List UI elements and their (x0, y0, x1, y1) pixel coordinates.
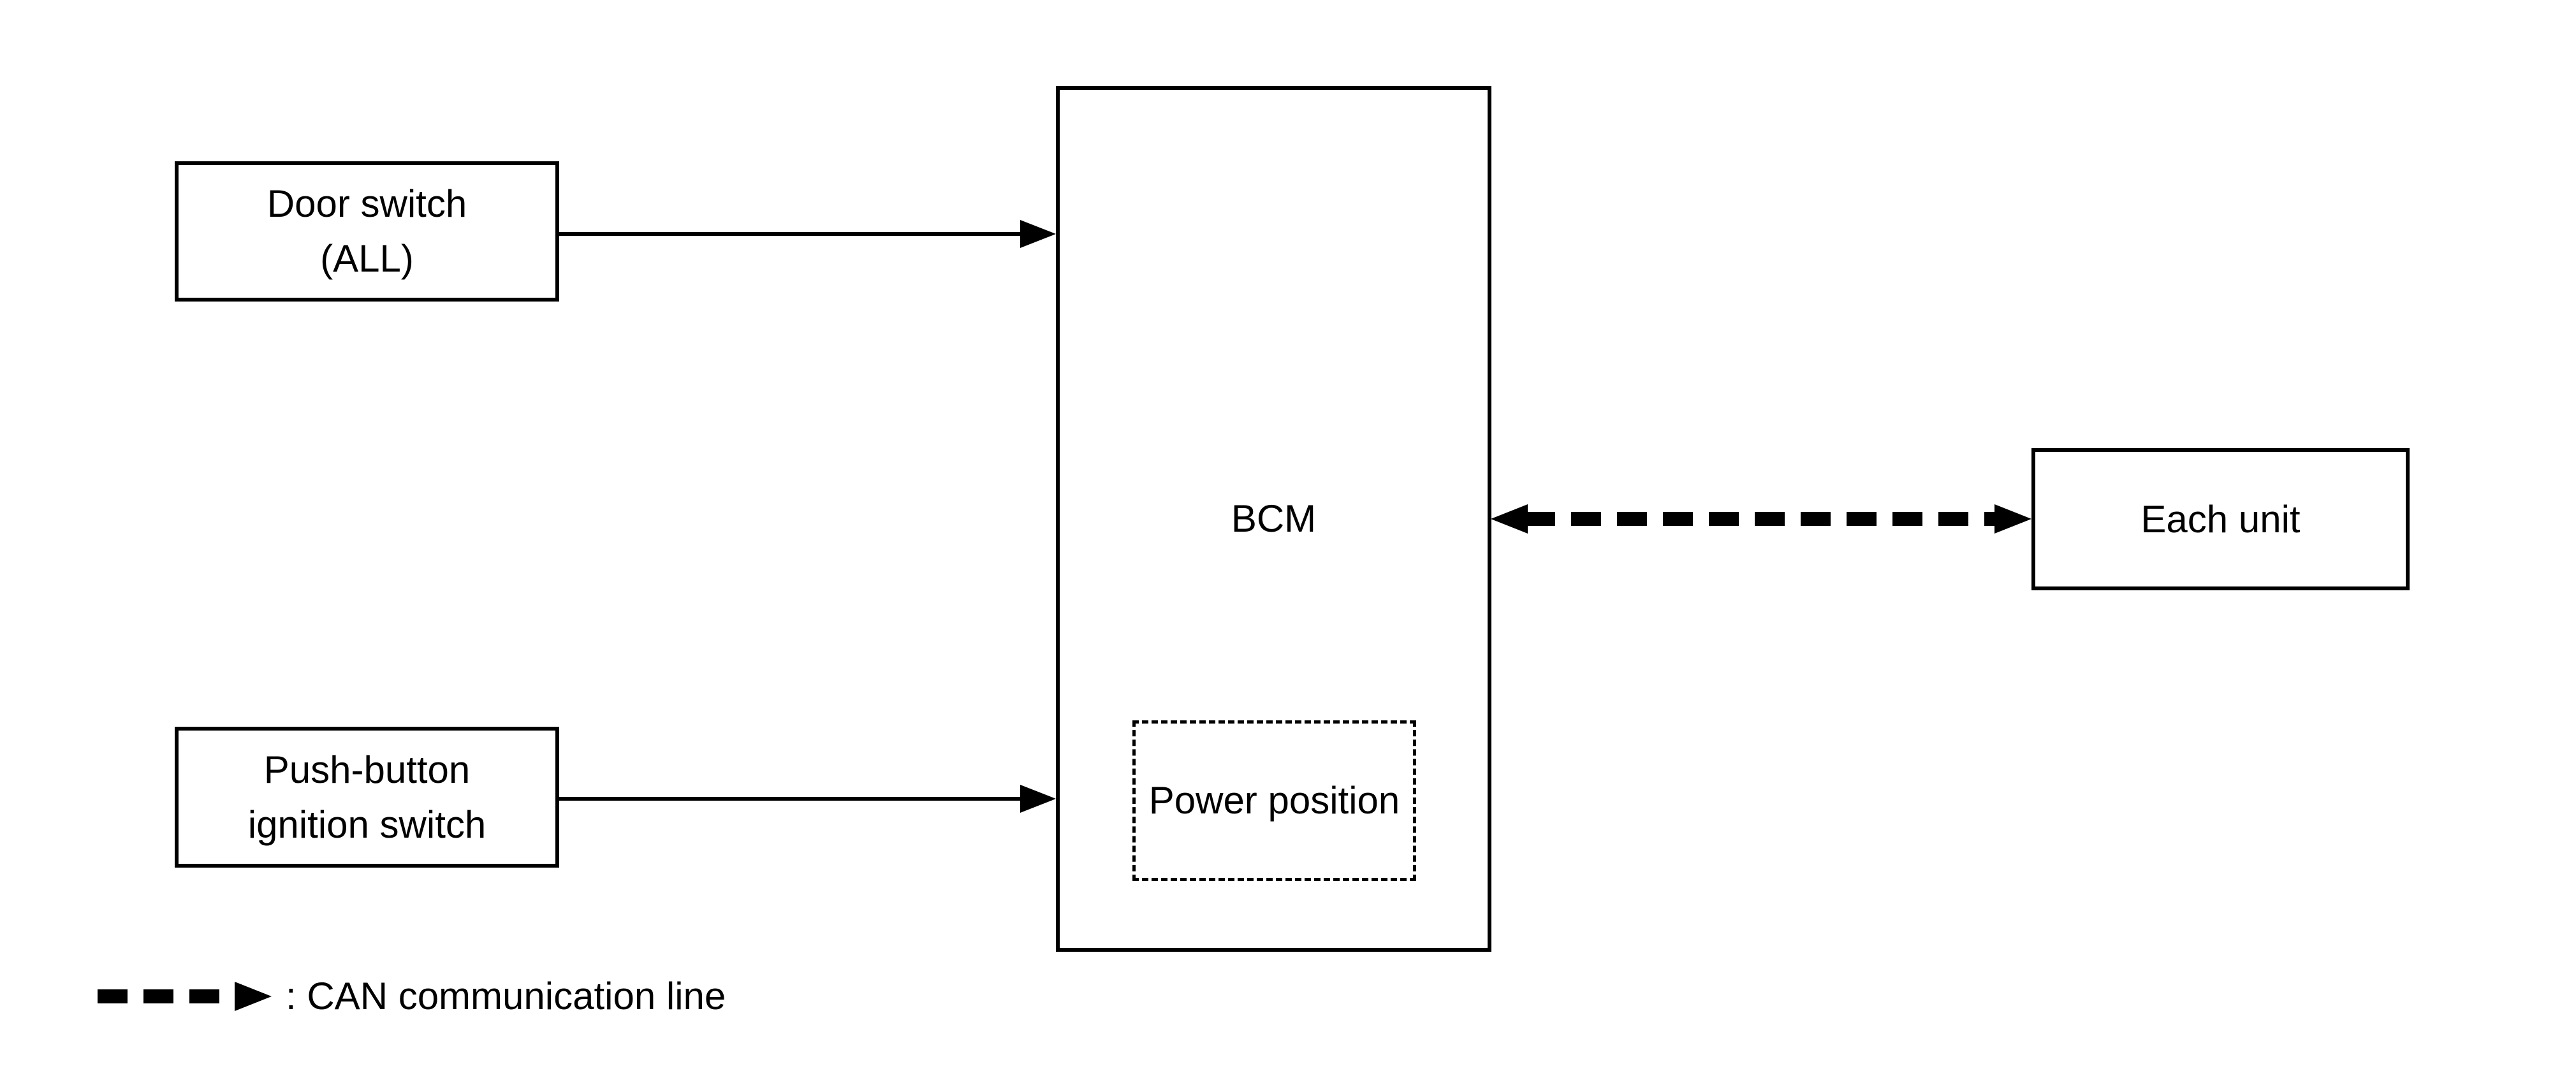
right-arrowhead-icon (1020, 220, 1056, 248)
push-button-label-line2: ignition switch (247, 803, 487, 846)
node-push-button-ignition-switch: Push-button ignition switch (175, 727, 559, 868)
arrow-door-switch-to-bcm (559, 220, 1056, 248)
arrow-line (559, 797, 1021, 801)
right-arrowhead-icon (1020, 785, 1056, 813)
node-power-position: Power position (1132, 720, 1416, 881)
node-each-unit: Each unit (2031, 448, 2410, 590)
each-unit-label: Each unit (2141, 497, 2301, 541)
can-striped-shaft (98, 989, 236, 1003)
legend-can-arrow-icon (98, 982, 272, 1011)
right-arrowhead-icon (1994, 504, 2031, 534)
node-door-switch: Door switch (ALL) (175, 161, 559, 302)
legend-label: : CAN communication line (286, 975, 726, 1017)
can-communication-arrow (1491, 504, 2031, 534)
legend: : CAN communication line (98, 977, 726, 1016)
arrow-push-button-to-bcm (559, 785, 1056, 813)
arrow-line (559, 232, 1021, 236)
door-switch-label-line2: (ALL) (320, 237, 414, 280)
push-button-label-line1: Push-button (263, 748, 471, 791)
bcm-label: BCM (1231, 497, 1317, 540)
door-switch-label-line1: Door switch (267, 182, 467, 225)
right-arrowhead-icon (235, 982, 272, 1011)
can-striped-shaft (1525, 512, 1997, 526)
left-arrowhead-icon (1491, 504, 1528, 534)
power-position-label: Power position (1148, 779, 1400, 822)
